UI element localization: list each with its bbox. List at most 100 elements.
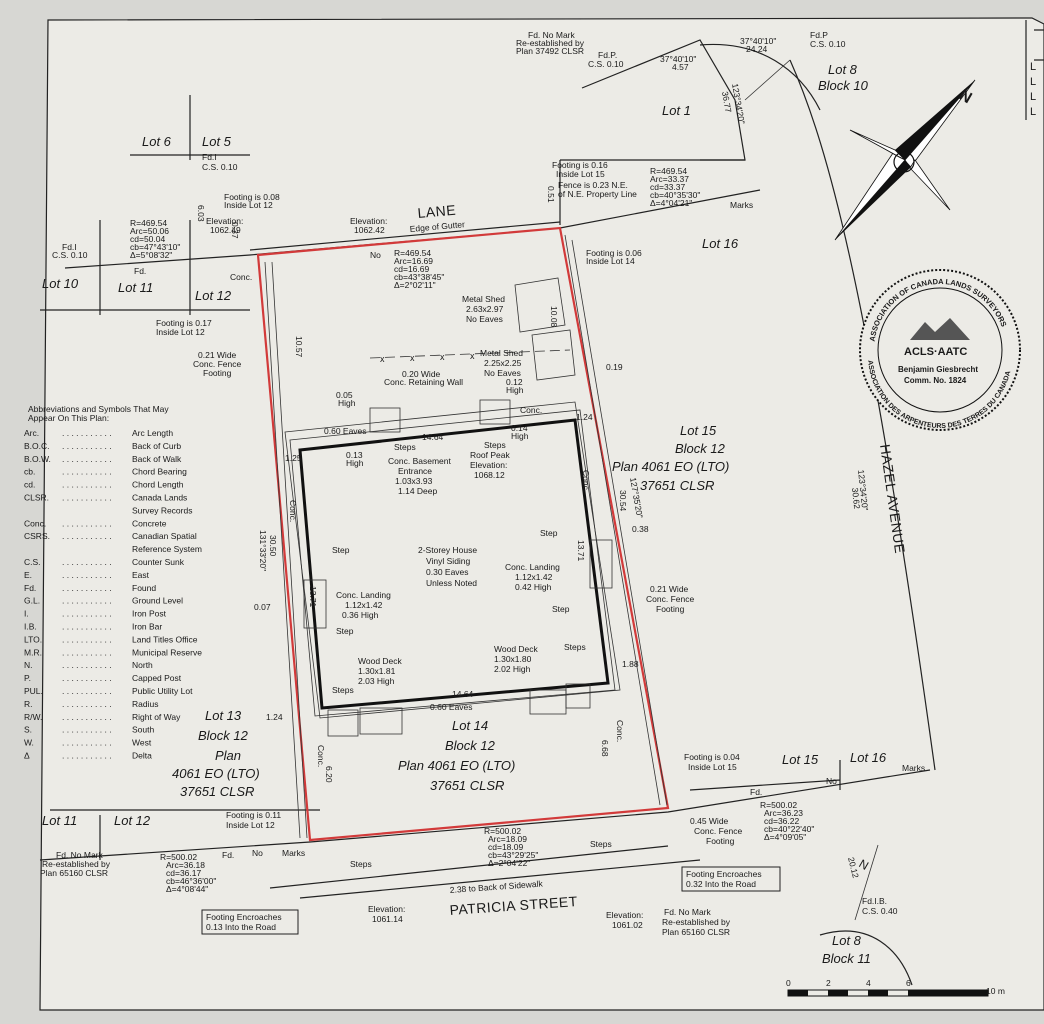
svg-text:Step: Step — [332, 545, 350, 555]
svg-text:Plan 4061 EO (LTO): Plan 4061 EO (LTO) — [612, 459, 729, 474]
svg-text:Lot 12: Lot 12 — [114, 813, 151, 828]
svg-text:Fd.P: Fd.P — [810, 30, 828, 40]
svg-text:0: 0 — [786, 978, 791, 988]
svg-text:24.24: 24.24 — [746, 44, 768, 54]
legend-meaning: West — [132, 738, 152, 748]
svg-text:0.19: 0.19 — [606, 362, 623, 372]
legend-meaning: Canada Lands — [132, 493, 187, 503]
legend-abbrev: CSRS. — [24, 531, 50, 541]
svg-text:R=469.54: R=469.54 — [650, 166, 687, 176]
svg-text:30.54: 30.54 — [618, 490, 628, 512]
svg-text:Comm. No. 1824: Comm. No. 1824 — [904, 376, 967, 385]
legend-meaning: Chord Length — [132, 480, 184, 490]
svg-text:37°40'10": 37°40'10" — [660, 54, 696, 64]
plan-sheet — [39, 17, 1044, 1011]
legend-meaning: Right of Way — [132, 712, 181, 722]
svg-text:Conc.: Conc. — [230, 272, 252, 282]
svg-text:LANE: LANE — [417, 202, 457, 221]
legend-dots: . . . . . . . . . . . — [62, 493, 112, 503]
svg-text:cb=47°43'10": cb=47°43'10" — [130, 242, 180, 252]
svg-text:Step: Step — [540, 528, 558, 538]
svg-text:10.08: 10.08 — [549, 306, 559, 328]
svg-text:Step: Step — [336, 626, 354, 636]
legend-dots: . . . . . . . . . . . — [62, 557, 112, 567]
svg-text:C.S. 0.10: C.S. 0.10 — [588, 59, 624, 69]
svg-text:Footing is 0.04: Footing is 0.04 — [684, 752, 740, 762]
legend-meaning: Ground Level — [132, 596, 183, 606]
svg-text:1061.14: 1061.14 — [372, 914, 403, 924]
legend-dots: . . . . . . . . . . . — [62, 660, 112, 670]
svg-text:Roof Peak: Roof Peak — [470, 450, 510, 460]
svg-text:Fd.I: Fd.I — [202, 152, 217, 162]
svg-text:Lot 13: Lot 13 — [205, 708, 242, 723]
svg-text:0.13: 0.13 — [346, 450, 363, 460]
svg-text:Inside Lot 15: Inside Lot 15 — [556, 169, 605, 179]
svg-text:1.88: 1.88 — [622, 659, 639, 669]
svg-text:High: High — [346, 458, 364, 468]
svg-text:0.07: 0.07 — [254, 602, 271, 612]
svg-text:1.03x3.93: 1.03x3.93 — [395, 476, 433, 486]
shed-labels: Metal Shed 2.63x2.97 No Eaves Metal Shed… — [462, 294, 559, 378]
svg-text:Elevation:: Elevation: — [350, 216, 387, 226]
legend-abbrev: M.R. — [24, 647, 42, 657]
svg-text:No: No — [370, 250, 381, 260]
legend-dots: . . . . . . . . . . . — [62, 622, 112, 632]
legend-meaning: East — [132, 570, 150, 580]
svg-text:10.57: 10.57 — [294, 336, 304, 358]
svg-text:1062.49: 1062.49 — [210, 225, 241, 235]
svg-text:C.S. 0.10: C.S. 0.10 — [52, 250, 88, 260]
svg-text:Arc=16.69: Arc=16.69 — [394, 256, 433, 266]
svg-text:x: x — [440, 352, 445, 362]
svg-text:13.71: 13.71 — [576, 540, 586, 562]
svg-text:cd=36.17: cd=36.17 — [166, 868, 201, 878]
svg-text:30.50: 30.50 — [268, 535, 278, 557]
svg-text:Edge of Gutter: Edge of Gutter — [409, 219, 465, 234]
legend-abbrev: S. — [24, 725, 32, 735]
svg-text:R=500.02: R=500.02 — [160, 852, 197, 862]
svg-text:Footing is 0.17: Footing is 0.17 — [156, 318, 212, 328]
legend-abbrev: I.B. — [24, 622, 37, 632]
legend-abbrev: PUL. — [24, 686, 43, 696]
svg-text:R=500.02: R=500.02 — [484, 826, 521, 836]
svg-text:Conc. Fence: Conc. Fence — [694, 826, 742, 836]
svg-text:x: x — [380, 354, 385, 364]
svg-text:0.20 Wide: 0.20 Wide — [402, 369, 441, 379]
svg-text:No Eaves: No Eaves — [484, 368, 521, 378]
legend-meaning: Back of Curb — [132, 441, 181, 451]
svg-text:0.38: 0.38 — [632, 524, 649, 534]
svg-text:Conc.: Conc. — [316, 745, 326, 767]
svg-text:36.77: 36.77 — [720, 91, 734, 114]
legend-dots: . . . . . . . . . . . — [62, 467, 112, 477]
svg-text:123°34'20": 123°34'20" — [856, 469, 870, 511]
svg-text:Wood Deck: Wood Deck — [494, 644, 539, 654]
svg-text:Plan: Plan — [215, 748, 241, 763]
svg-text:Steps: Steps — [394, 442, 416, 452]
legend-meaning: Capped Post — [132, 673, 182, 683]
svg-text:Fd.I: Fd.I — [62, 242, 77, 252]
legend-dots: . . . . . . . . . . . — [62, 725, 112, 735]
svg-text:Fd. No Mark: Fd. No Mark — [664, 907, 712, 917]
svg-text:Fence is 0.23 N.E.: Fence is 0.23 N.E. — [558, 180, 628, 190]
svg-text:Steps: Steps — [564, 642, 586, 652]
svg-text:1061.02: 1061.02 — [612, 920, 643, 930]
svg-text:Inside Lot 15: Inside Lot 15 — [688, 762, 737, 772]
svg-text:131°33'20": 131°33'20" — [258, 530, 268, 571]
svg-text:Appear On This Plan:: Appear On This Plan: — [28, 413, 109, 423]
svg-text:of N.E. Property Line: of N.E. Property Line — [558, 189, 637, 199]
svg-text:cd=33.37: cd=33.37 — [650, 182, 685, 192]
svg-text:Fd.: Fd. — [134, 266, 146, 276]
svg-text:Re-established by: Re-established by — [662, 917, 731, 927]
svg-text:cb=43°38'45": cb=43°38'45" — [394, 272, 444, 282]
surveyor-seal: ASSOCIATION OF CANADA LANDS SURVEYORS AS… — [859, 269, 1021, 431]
svg-text:30.62: 30.62 — [850, 487, 862, 509]
legend-meaning: South — [132, 725, 154, 735]
legend-meaning: Land Titles Office — [132, 634, 198, 644]
svg-text:1.24: 1.24 — [266, 712, 283, 722]
svg-text:Marks: Marks — [282, 848, 305, 858]
svg-text:2.02 High: 2.02 High — [494, 664, 531, 674]
svg-text:Elevation:: Elevation: — [470, 460, 507, 470]
legend-meaning: Found — [132, 583, 156, 593]
svg-text:cb=40°35'30": cb=40°35'30" — [650, 190, 700, 200]
